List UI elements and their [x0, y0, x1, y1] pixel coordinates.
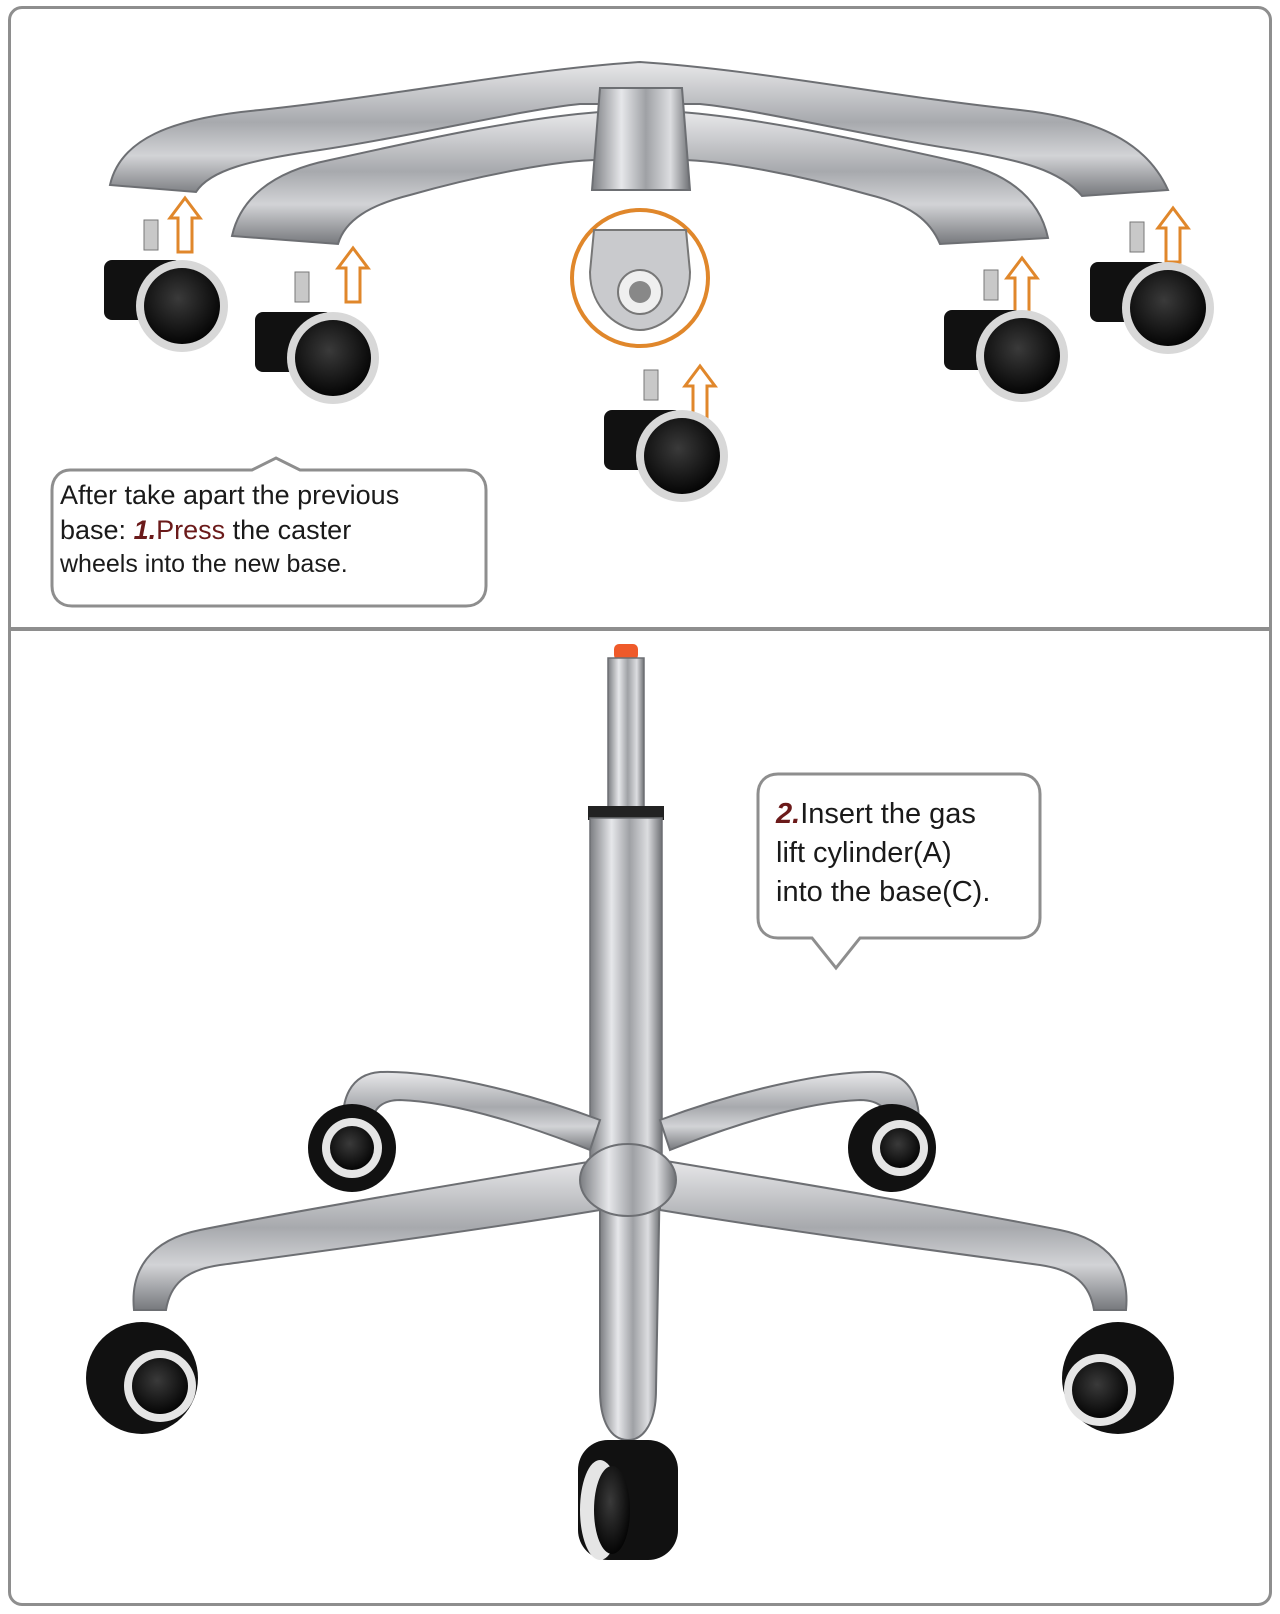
step1-bubble — [50, 456, 488, 608]
step2-instruction: 2.Insert the gas lift cylinder(A) into t… — [776, 795, 1026, 912]
step2-line3: into the base(C). — [776, 876, 991, 909]
chair-base-icon — [108, 60, 1170, 246]
step1-line2-suffix: the caster — [225, 515, 352, 546]
step1-emphasis: Press — [156, 515, 226, 546]
step1-line2-prefix: base: — [60, 515, 134, 546]
assembled-base-icon — [132, 1070, 1128, 1442]
socket-detail-icon — [570, 208, 710, 348]
caster-wheel-icon — [104, 219, 1214, 502]
step1-instruction: After take apart the previous base: 1.Pr… — [60, 478, 480, 581]
caster-wheel-icon — [86, 1104, 1174, 1560]
step1-line3: wheels into the new base. — [60, 550, 348, 579]
step2-line2: lift cylinder(A) — [776, 837, 952, 870]
step2-line1-rest: Insert the gas — [800, 798, 976, 830]
step1-number: 1. — [133, 515, 157, 546]
up-arrow-icon — [167, 195, 1191, 422]
step1-line1: After take apart the previous — [60, 480, 400, 510]
step2-line1: 2.Insert the gas — [776, 795, 1026, 834]
step2-number: 2. — [776, 798, 801, 830]
step2-bubble — [756, 772, 1042, 971]
step1-line2: base: 1.Press the caster — [60, 513, 480, 548]
gas-cylinder-icon — [588, 644, 664, 1159]
